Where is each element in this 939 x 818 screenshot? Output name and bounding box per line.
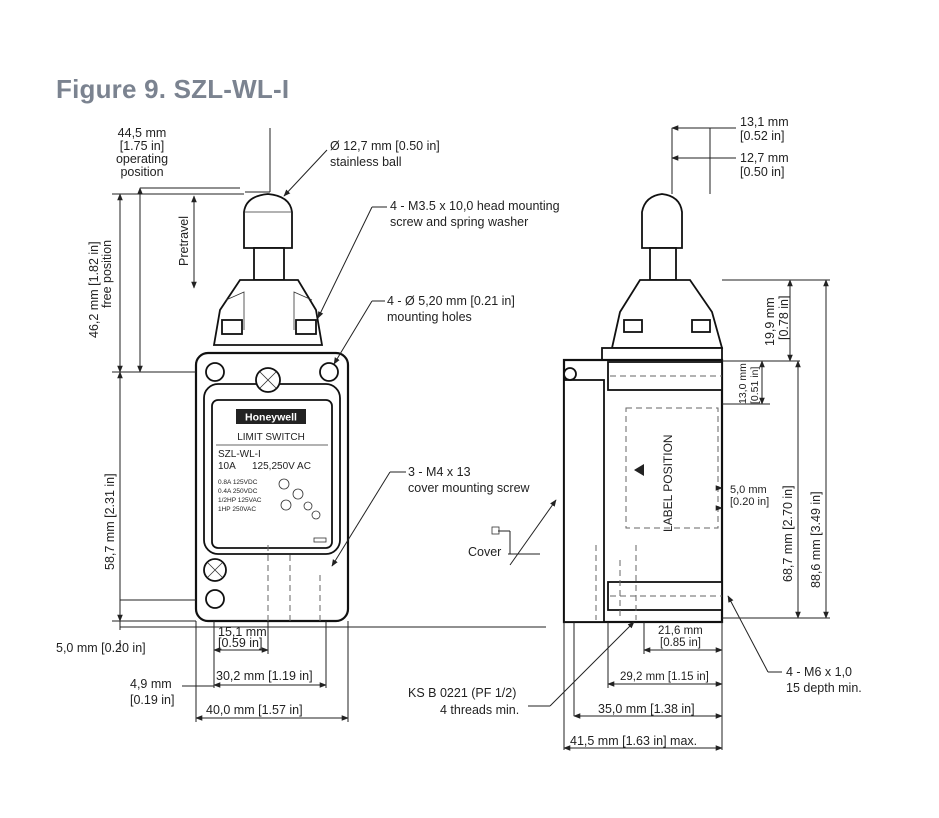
head-screw-note: screw and spring washer bbox=[390, 215, 528, 229]
front-head bbox=[212, 279, 324, 346]
dim-12-7mm: 12,7 mm bbox=[740, 151, 789, 165]
front-mount-hole-tl bbox=[205, 362, 225, 382]
side-cover bbox=[563, 379, 605, 623]
head-screw-note: 4 - M3.5 x 10,0 head mounting bbox=[390, 199, 560, 213]
label-rating-amp: 10A bbox=[218, 461, 236, 472]
cert-mark-icon bbox=[280, 499, 292, 511]
cert-mark-icon bbox=[311, 510, 321, 520]
free-position-label: free position bbox=[100, 240, 114, 308]
cert-mark-icon bbox=[292, 488, 304, 500]
label-slot bbox=[313, 537, 327, 543]
dim-68-7: 68,7 mm [2.70 in] bbox=[781, 485, 795, 582]
dim-5-0mm: 5,0 mm bbox=[730, 484, 767, 496]
cert-mark-icon bbox=[278, 478, 290, 490]
dim-21-6mm: 21,6 mm bbox=[658, 625, 703, 637]
front-mount-hole-tr bbox=[319, 362, 339, 382]
label-arrow-icon bbox=[634, 464, 644, 476]
m6-thread-note: 4 - M6 x 1,0 bbox=[786, 665, 852, 679]
label-line: 1HP 250VAC bbox=[218, 506, 256, 513]
label-brand: Honeywell bbox=[245, 412, 297, 424]
dim-4-9in: [0.19 in] bbox=[130, 693, 174, 707]
side-head-screw bbox=[691, 319, 711, 333]
dim-19-9in: [0.78 in] bbox=[777, 296, 791, 340]
side-plunger-ball bbox=[641, 193, 683, 249]
dim-30-2: 30,2 mm [1.19 in] bbox=[216, 669, 313, 683]
mount-hole-note: mounting holes bbox=[387, 310, 472, 324]
dim-operating-label: operating bbox=[116, 152, 168, 166]
side-plunger-stem bbox=[649, 247, 677, 281]
front-plunger-stem bbox=[253, 247, 285, 281]
label-line: 0.4A 250VDC bbox=[218, 488, 258, 495]
body-height-dim: 58,7 mm [2.31 in] bbox=[103, 473, 117, 570]
dim-88-6: 88,6 mm [3.49 in] bbox=[809, 491, 823, 588]
dim-13-1in: [0.52 in] bbox=[740, 129, 784, 143]
label-position-text: LABEL POSITION bbox=[661, 434, 675, 532]
dim-41-5: 41,5 mm [1.63 in] max. bbox=[570, 734, 697, 748]
dim-4-9mm: 4,9 mm bbox=[130, 677, 172, 691]
dim-19-9mm: 19,9 mm bbox=[763, 297, 777, 346]
mount-hole-note: 4 - Ø 5,20 mm [0.21 in] bbox=[387, 294, 515, 308]
m6-thread-note: 15 depth min. bbox=[786, 681, 862, 695]
ksb-thread-note: KS B 0221 (PF 1/2) bbox=[408, 686, 516, 700]
side-cover-screw bbox=[563, 367, 577, 381]
side-head-screw bbox=[623, 319, 643, 333]
figure-title: Figure 9. SZL-WL-I bbox=[56, 74, 290, 104]
pretravel-label: Pretravel bbox=[177, 216, 191, 266]
front-view: Honeywell LIMIT SWITCH SZL-WL-I 10A 125,… bbox=[112, 128, 546, 722]
label-model: SZL-WL-I bbox=[218, 449, 261, 460]
dimension-labels: 44,5 mm [1.75 in] operating position Ø 1… bbox=[56, 115, 862, 748]
front-plunger-ball bbox=[243, 193, 293, 249]
dim-13-0mm: 13,0 mm bbox=[737, 363, 749, 404]
dim-13-1mm: 13,1 mm bbox=[740, 115, 789, 129]
side-head bbox=[610, 279, 724, 349]
dim-35-0: 35,0 mm [1.38 in] bbox=[598, 702, 695, 716]
label-line: 0.8A 125VDC bbox=[218, 479, 258, 486]
dim-21-6in: [0.85 in] bbox=[660, 637, 701, 649]
dim-5mm: 5,0 mm [0.20 in] bbox=[56, 641, 146, 655]
side-head-base bbox=[601, 347, 723, 361]
label-rating-volt: 125,250V AC bbox=[252, 461, 311, 472]
honeywell-logo bbox=[236, 409, 306, 424]
free-position-dim: 46,2 mm [1.82 in] bbox=[87, 241, 101, 338]
dim-13-0in: [0.51 in] bbox=[749, 367, 761, 404]
dim-5-0in: [0.20 in] bbox=[730, 496, 769, 508]
front-mount-hole-bl bbox=[205, 589, 225, 609]
dim-29-2: 29,2 mm [1.15 in] bbox=[620, 671, 709, 683]
front-head-screw-left bbox=[221, 319, 243, 335]
dim-15-1in: [0.59 in] bbox=[218, 636, 262, 650]
front-head-screw-right bbox=[295, 319, 317, 335]
cert-mark-icon bbox=[303, 501, 313, 511]
label-position-area bbox=[625, 407, 719, 529]
dim-15-1mm: 15,1 mm bbox=[218, 625, 267, 639]
cover-label: Cover bbox=[468, 545, 501, 559]
cover-screw-note: 3 - M4 x 13 bbox=[408, 465, 471, 479]
ball-dim: Ø 12,7 mm [0.50 in] bbox=[330, 139, 440, 153]
dim-operating-mm: 44,5 mm bbox=[118, 126, 167, 140]
dim-operating-in: [1.75 in] bbox=[120, 139, 164, 153]
side-view: LABEL POSITION bbox=[491, 125, 830, 751]
label-line: 1/2HP 125VAC bbox=[218, 497, 262, 504]
label-kind: LIMIT SWITCH bbox=[237, 432, 305, 443]
front-label-plate bbox=[211, 399, 333, 549]
dim-40-0: 40,0 mm [1.57 in] bbox=[206, 703, 303, 717]
cover-tag-icon bbox=[491, 526, 500, 535]
ksb-thread-note: 4 threads min. bbox=[440, 703, 519, 717]
cover-screw-note: cover mounting screw bbox=[408, 481, 531, 495]
ball-material: stainless ball bbox=[330, 155, 402, 169]
dim-12-7in: [0.50 in] bbox=[740, 165, 784, 179]
dim-operating-label: position bbox=[120, 165, 163, 179]
